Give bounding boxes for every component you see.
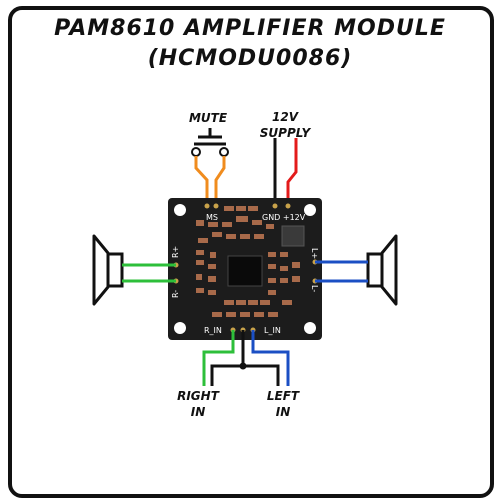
pin-label-l-minus: L-	[310, 285, 319, 292]
input-ground-wire-right	[243, 364, 280, 386]
mute-label: MUTE	[189, 111, 228, 125]
mute-switch	[191, 128, 229, 157]
pin-label-ms: MS	[206, 213, 218, 222]
diagram-title: PAM8610 AMPLIFIER MODULE	[54, 16, 446, 41]
supply-label-line2: SUPPLY	[260, 126, 312, 140]
left-in-label-line2: IN	[276, 405, 291, 419]
capacitor	[281, 225, 305, 247]
mount-hole	[174, 204, 186, 216]
pin-label-l-in: L_IN	[264, 326, 281, 335]
pin-label-l-plus: L+	[310, 248, 319, 259]
supply-wire	[286, 138, 298, 210]
supply-label-line1: 12V	[272, 110, 300, 124]
board-components	[196, 206, 300, 317]
left-speaker-icon	[366, 234, 398, 306]
left-in-label-line1: LEFT	[267, 389, 300, 403]
pin-label-r-in: R_IN	[204, 326, 222, 335]
diagram-subtitle: (HCMODU0086)	[147, 46, 353, 71]
pin-label-r-minus: R-	[171, 290, 180, 298]
ground-junction	[239, 362, 247, 370]
right-in-label-line2: IN	[191, 405, 206, 419]
amplifier-ic	[227, 255, 263, 287]
mount-hole	[174, 322, 186, 334]
left-input-wire	[251, 330, 290, 386]
pin-label-gnd-12v: GND +12V	[262, 213, 306, 222]
input-ground-wire	[210, 330, 245, 386]
mount-hole	[304, 322, 316, 334]
pin-label-r-plus: R+	[171, 246, 180, 258]
right-in-label-line1: RIGHT	[177, 389, 220, 403]
right-input-wire	[202, 330, 235, 386]
mute-wire-1	[194, 156, 209, 210]
right-speaker-icon	[92, 234, 124, 306]
mount-hole	[304, 204, 316, 216]
mute-wire-2	[214, 156, 226, 210]
